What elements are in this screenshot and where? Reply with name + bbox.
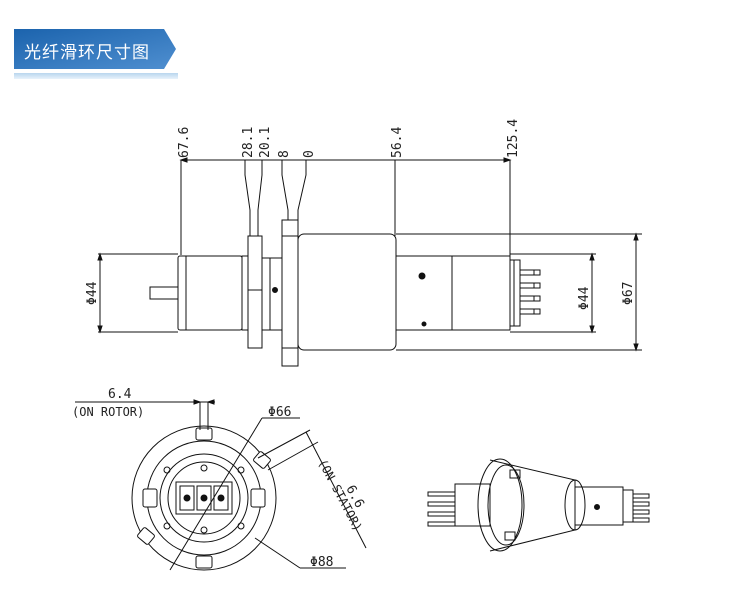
title-banner: [14, 29, 176, 69]
dia-right-44: Φ44: [577, 286, 592, 310]
dim-56-4: 56.4: [390, 127, 405, 158]
diameter-dimension-lines: [97, 232, 642, 352]
d66-label: Φ66: [268, 405, 291, 420]
front-view: [131, 425, 277, 571]
rotor-note: (ON ROTOR): [72, 405, 144, 419]
dia-right-67: Φ67: [621, 282, 636, 305]
perspective-view: [427, 458, 650, 552]
dim-67-6: 67.6: [177, 127, 192, 158]
dim-28-1: 28.1: [241, 127, 256, 158]
dim-125-4: 125.4: [506, 119, 521, 158]
page-title: 光纤滑环尺寸图: [24, 43, 150, 63]
rotor-width-label: 6.4: [108, 387, 132, 402]
side-view: [149, 219, 541, 367]
dim-20-1: 20.1: [258, 127, 273, 158]
top-dimension-lines: [179, 157, 512, 256]
dim-8: 8: [277, 150, 292, 158]
front-dimension-lines: [75, 399, 367, 571]
dim-0: 0: [302, 150, 317, 158]
title-underline: [14, 73, 178, 79]
dia-left-44: Φ44: [85, 281, 100, 305]
d88-label: Φ88: [310, 555, 333, 570]
